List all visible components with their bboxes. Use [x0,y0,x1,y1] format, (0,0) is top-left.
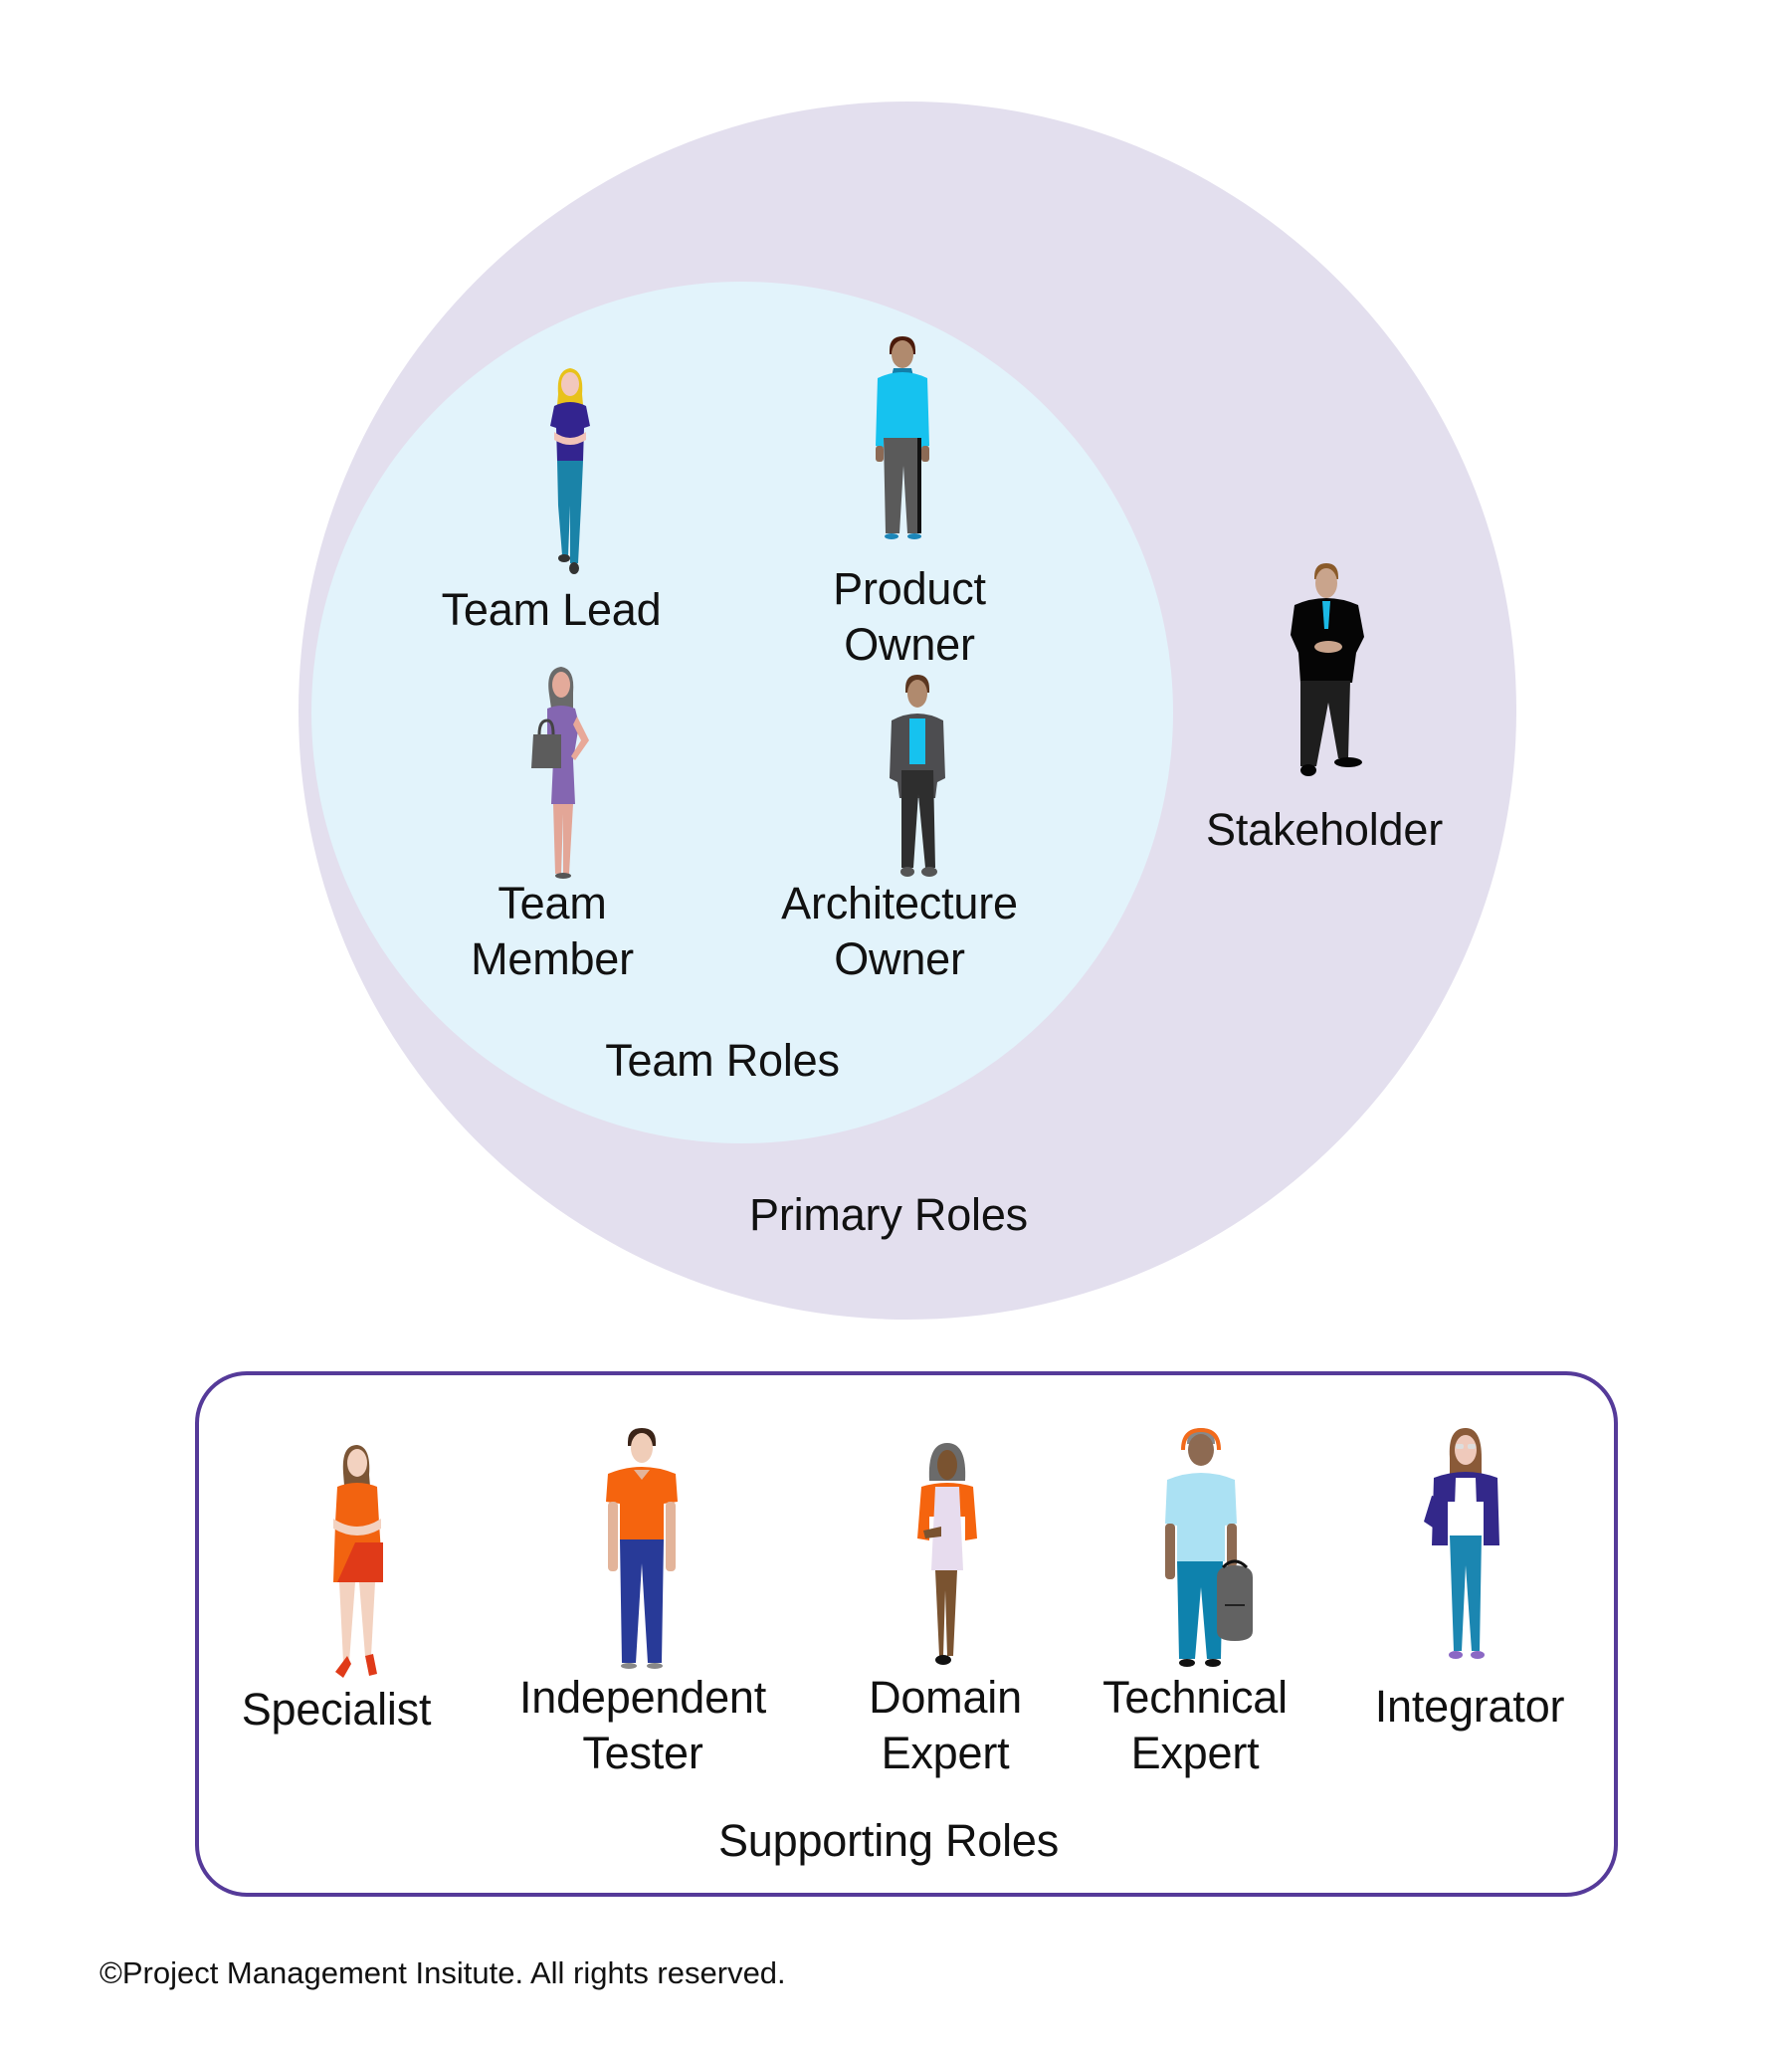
role-label-team-member: Team Member [471,878,634,984]
role-label-team-lead: Team Lead [441,584,662,635]
person-woman-crossed-arms-icon [540,366,600,577]
team-roles-title: Team Roles [605,1035,840,1086]
role-label-stakeholder: Stakeholder [1206,804,1443,855]
supporting-roles-box [195,1371,1618,1897]
person-man-suit-icon [1287,563,1366,780]
copyright-notice: ©Project Management Insitute. All rights… [100,1955,786,1990]
person-man-blue-sweater-icon [870,336,935,541]
primary-roles-title: Primary Roles [749,1189,1028,1240]
team-roles-circle [311,282,1173,1143]
person-woman-cardigan-icon [1420,1426,1509,1667]
person-man-jacket-icon [886,675,949,882]
role-label-architecture-owner: Architecture Owner [781,878,1018,984]
person-woman-handbag-icon [521,665,593,880]
role-label-independent-tester: Independent Tester [518,1672,767,1778]
person-woman-orange-blazer-icon [913,1441,981,1670]
supporting-roles-title: Supporting Roles [717,1815,1060,1866]
person-man-backpack-icon [1157,1427,1257,1669]
person-man-orange-shirt-icon [602,1428,682,1671]
role-label-product-owner: Product Owner [833,563,986,670]
role-label-specialist: Specialist [241,1684,432,1735]
role-label-integrator: Integrator [1374,1681,1565,1732]
role-label-technical-expert: Technical Expert [1102,1672,1288,1778]
role-label-domain-expert: Domain Expert [869,1672,1022,1778]
person-woman-orange-dress-icon [315,1443,395,1686]
